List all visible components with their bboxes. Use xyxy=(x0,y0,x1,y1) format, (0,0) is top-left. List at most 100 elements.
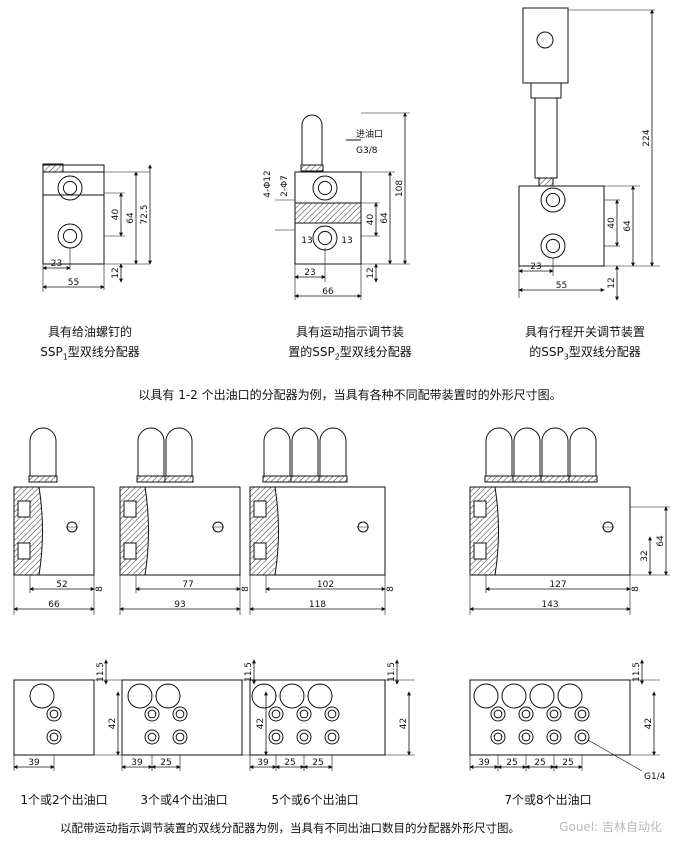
ssp3-dim-w-port-text: 23 xyxy=(530,262,541,272)
caption-ssp3: 具有行程开关调节装置 的SSP3型双线分配器 xyxy=(524,325,645,362)
fv2-indicator-2-nut xyxy=(164,475,194,483)
fv4-dim-h1-text: 32 xyxy=(640,550,650,561)
bv4-outlet-bottom-2-outer xyxy=(518,729,534,745)
fv2-indicator-1-nut xyxy=(136,475,166,483)
ssp2-port-bottom-outer xyxy=(312,225,338,251)
fv2-port-a xyxy=(123,500,137,518)
bv4-outlet-top-2-inner xyxy=(521,709,531,719)
bv3-outlet-top-1-inner xyxy=(271,709,281,719)
fv3-indicator-2-nut xyxy=(290,475,320,483)
bv2-outlet-bottom-2-outer xyxy=(172,729,188,745)
fv4-indicator-2 xyxy=(513,427,541,476)
ssp2-dim-ports-text: 40 xyxy=(366,214,376,226)
fv3-indicator-3 xyxy=(319,427,347,476)
ssp3-switch-neck xyxy=(530,82,562,99)
bv2-outlet-bottom-1-outer xyxy=(144,729,160,745)
bv4-outlet-top-1-inner xyxy=(493,709,503,719)
ssp3-dim-ports-text: 40 xyxy=(607,217,617,229)
caption-ssp2: 具有运动指示调节装 置的SSP2型双线分配器 xyxy=(288,325,412,362)
ssp2-inlet-label: 进油口 xyxy=(356,128,383,140)
fv1-dim-inner-text: 52 xyxy=(56,580,67,590)
bv3-dim-w3-text: 25 xyxy=(312,758,323,768)
fv3-indicator-2 xyxy=(291,427,319,476)
fv1-dim-outer-text: 66 xyxy=(48,600,60,610)
ssp2-dim-d2: 2-Φ7 xyxy=(280,175,290,197)
bv4-dim-w1-text: 39 xyxy=(478,758,490,768)
fv2-port-b xyxy=(123,542,137,560)
bv2-body xyxy=(121,679,243,756)
ssp2-dim-total-text: 108 xyxy=(395,180,405,197)
fv2-indicator-2 xyxy=(165,427,193,476)
bv4-outlet-bottom-4-outer xyxy=(574,729,590,745)
ssp1-dim-w-port-text: 23 xyxy=(51,259,62,269)
fv4-indicator-3 xyxy=(541,427,569,476)
bv2-outlet-top-1-outer xyxy=(144,706,160,722)
bv1-outlet-bottom-1-inner xyxy=(49,732,59,742)
ssp2-dim-w-port-text: 23 xyxy=(304,268,315,278)
bv3-dim-v2-text: 42 xyxy=(399,718,409,729)
bv3-outlet-bottom-2-outer xyxy=(296,729,312,745)
ssp1-dim-ports-text: 40 xyxy=(111,209,121,221)
bv4-outlet-bottom-4-inner xyxy=(577,732,587,742)
fv3-port-b xyxy=(253,542,267,560)
bv4-bore-2 xyxy=(501,683,527,709)
bv3-outlet-bottom-3-inner xyxy=(327,732,337,742)
watermark: Gouel: 吉林自动化 xyxy=(559,820,662,834)
bv4-dim-w2-text: 25 xyxy=(506,758,517,768)
bv4-bore-3 xyxy=(529,683,555,709)
fv1-dim-side: 8 xyxy=(95,586,105,592)
bv4-dim-w3-text: 25 xyxy=(534,758,545,768)
ssp2-port-bottom-inner xyxy=(317,230,333,246)
ssp3-dim-w-total-text: 55 xyxy=(556,281,567,291)
bv2-dim-v2-text: 42 xyxy=(256,718,266,729)
bv4-outlet-bottom-1-inner xyxy=(493,732,503,742)
ssp1-port-bottom-outer xyxy=(57,223,83,249)
bv4-bore-1 xyxy=(473,683,499,709)
ssp3-port-top-outer xyxy=(540,187,566,213)
fv4-section xyxy=(469,486,499,576)
fv3-indicator-1-nut xyxy=(262,475,292,483)
ssp3-port-bottom-inner xyxy=(545,238,561,254)
bv4-outlet-top-4-inner xyxy=(577,709,587,719)
ssp1-dim-w-total-text: 55 xyxy=(68,278,79,288)
bv4-outlet-top-3-outer xyxy=(546,706,562,722)
bv1-outlet-top-1-outer xyxy=(46,706,62,722)
ssp2-inlet-thread: G3/8 xyxy=(356,146,378,156)
fv1-port-a xyxy=(17,500,31,518)
ssp1-body xyxy=(42,171,105,265)
bv3-dim-v1-text: 11.5 xyxy=(387,662,397,682)
fv4-indicator-4-nut xyxy=(568,475,598,483)
bv3-bore-2 xyxy=(279,683,305,709)
ssp3-switch-hole xyxy=(536,31,554,49)
bv4-thread-text: G1/4 xyxy=(644,772,666,782)
bv2-dim-w1-text: 39 xyxy=(131,758,143,768)
ssp1-dim-total-text: 72.5 xyxy=(140,204,150,224)
fv1-indicator-1-nut xyxy=(28,475,58,483)
bv3-dim-w1-text: 39 xyxy=(257,758,269,768)
fv4-dim-side: 8 xyxy=(631,586,641,592)
fv2-dim-outer-text: 93 xyxy=(174,600,185,610)
bv2-bore-1 xyxy=(127,683,153,709)
fv4-indicator-2-nut xyxy=(512,475,542,483)
ssp2-channel xyxy=(294,202,362,224)
bv3-bore-1 xyxy=(251,683,277,709)
caption-ssp1: 具有给油螺钉的 SSP1型双线分配器 xyxy=(40,325,140,362)
bv2-outlet-top-1-inner xyxy=(147,709,157,719)
fv4-dim-h2-text: 64 xyxy=(656,535,666,547)
bv1-outlet-top-1-inner xyxy=(49,709,59,719)
bv3-bore-3 xyxy=(307,683,333,709)
ssp3-rod-nut xyxy=(538,177,554,187)
fv4-indicator-1 xyxy=(485,427,513,476)
fv4-indicator-4 xyxy=(569,427,597,476)
bv4-outlet-bottom-3-inner xyxy=(549,732,559,742)
fv4-dim-inner-text: 127 xyxy=(549,580,566,590)
bv1-dim-v1-text: 11.5 xyxy=(96,662,106,682)
bv4-outlet-top-2-outer xyxy=(518,706,534,722)
bottom-label-1: 1个或2个出油口 xyxy=(20,793,108,807)
fv1-section xyxy=(13,486,43,576)
fv4-port-b xyxy=(473,542,487,560)
bv4-body xyxy=(469,679,631,756)
bottom-label-3: 5个或6个出油口 xyxy=(271,793,359,807)
fv3-dim-side: 8 xyxy=(386,586,396,592)
